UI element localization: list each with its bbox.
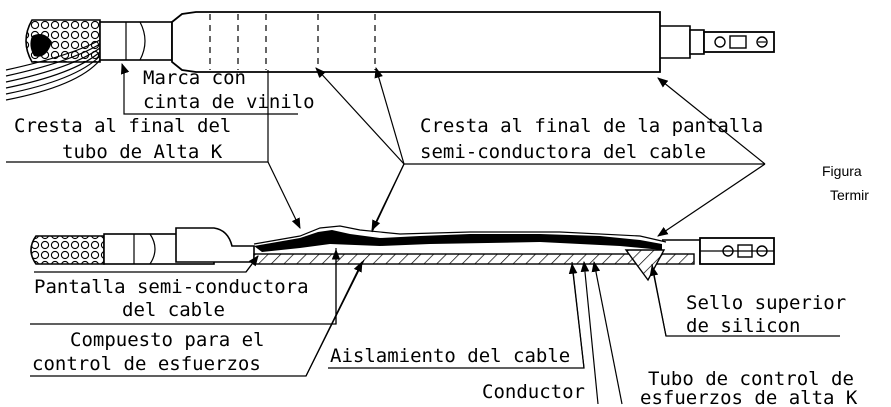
figure-caption-line1: Figura [822,163,862,179]
label-cresta-alta-k-line2: tubo de Alta K [62,141,223,163]
label-sello-line2: de silicon [686,315,800,337]
label-tubo-line2: esfuerzos de alta K [640,387,858,407]
bottom-terminal-lug [699,237,775,265]
bottom-semicon-screen [175,227,255,263]
label-tubo-line1: Tubo de control de [648,368,854,390]
label-cresta-pantalla-line2: semi-conductora del cable [420,141,706,163]
top-stress-tube [171,11,661,73]
bottom-braid-shield [30,235,105,265]
top-braid-blob [30,34,52,57]
top-terminal-lug [703,31,775,53]
top-conductor-stub [660,25,691,59]
bottom-insulation-hatch [253,253,695,265]
label-sello-line1: Sello superior [686,292,846,314]
label-compuesto-line2: control de esfuerzos [32,353,261,375]
shield-wires [5,39,101,101]
label-pantalla-line2: del cable [122,299,225,321]
bottom-silicone-seal [624,249,666,282]
bottom-high-k-tube [254,230,662,252]
label-conductor: Conductor [482,381,585,403]
label-aislamiento: Aislamiento del cable [330,345,570,367]
top-termination-view [5,11,775,101]
label-marca-line2: cinta de vinilo [143,91,315,113]
label-cresta-alta-k-line1: Cresta al final del [14,115,231,137]
label-cresta-pantalla-line1: Cresta al final de la pantalla [420,115,763,137]
label-compuesto-line1: Compuesto para el [70,329,264,351]
label-marca-line1: Marca con [143,67,246,89]
bottom-section-view [30,225,775,282]
figure-caption-line2: Termir [830,187,869,203]
top-vinyl-tape [99,21,173,61]
label-pantalla-line1: Pantalla semi-conductora [34,276,309,298]
